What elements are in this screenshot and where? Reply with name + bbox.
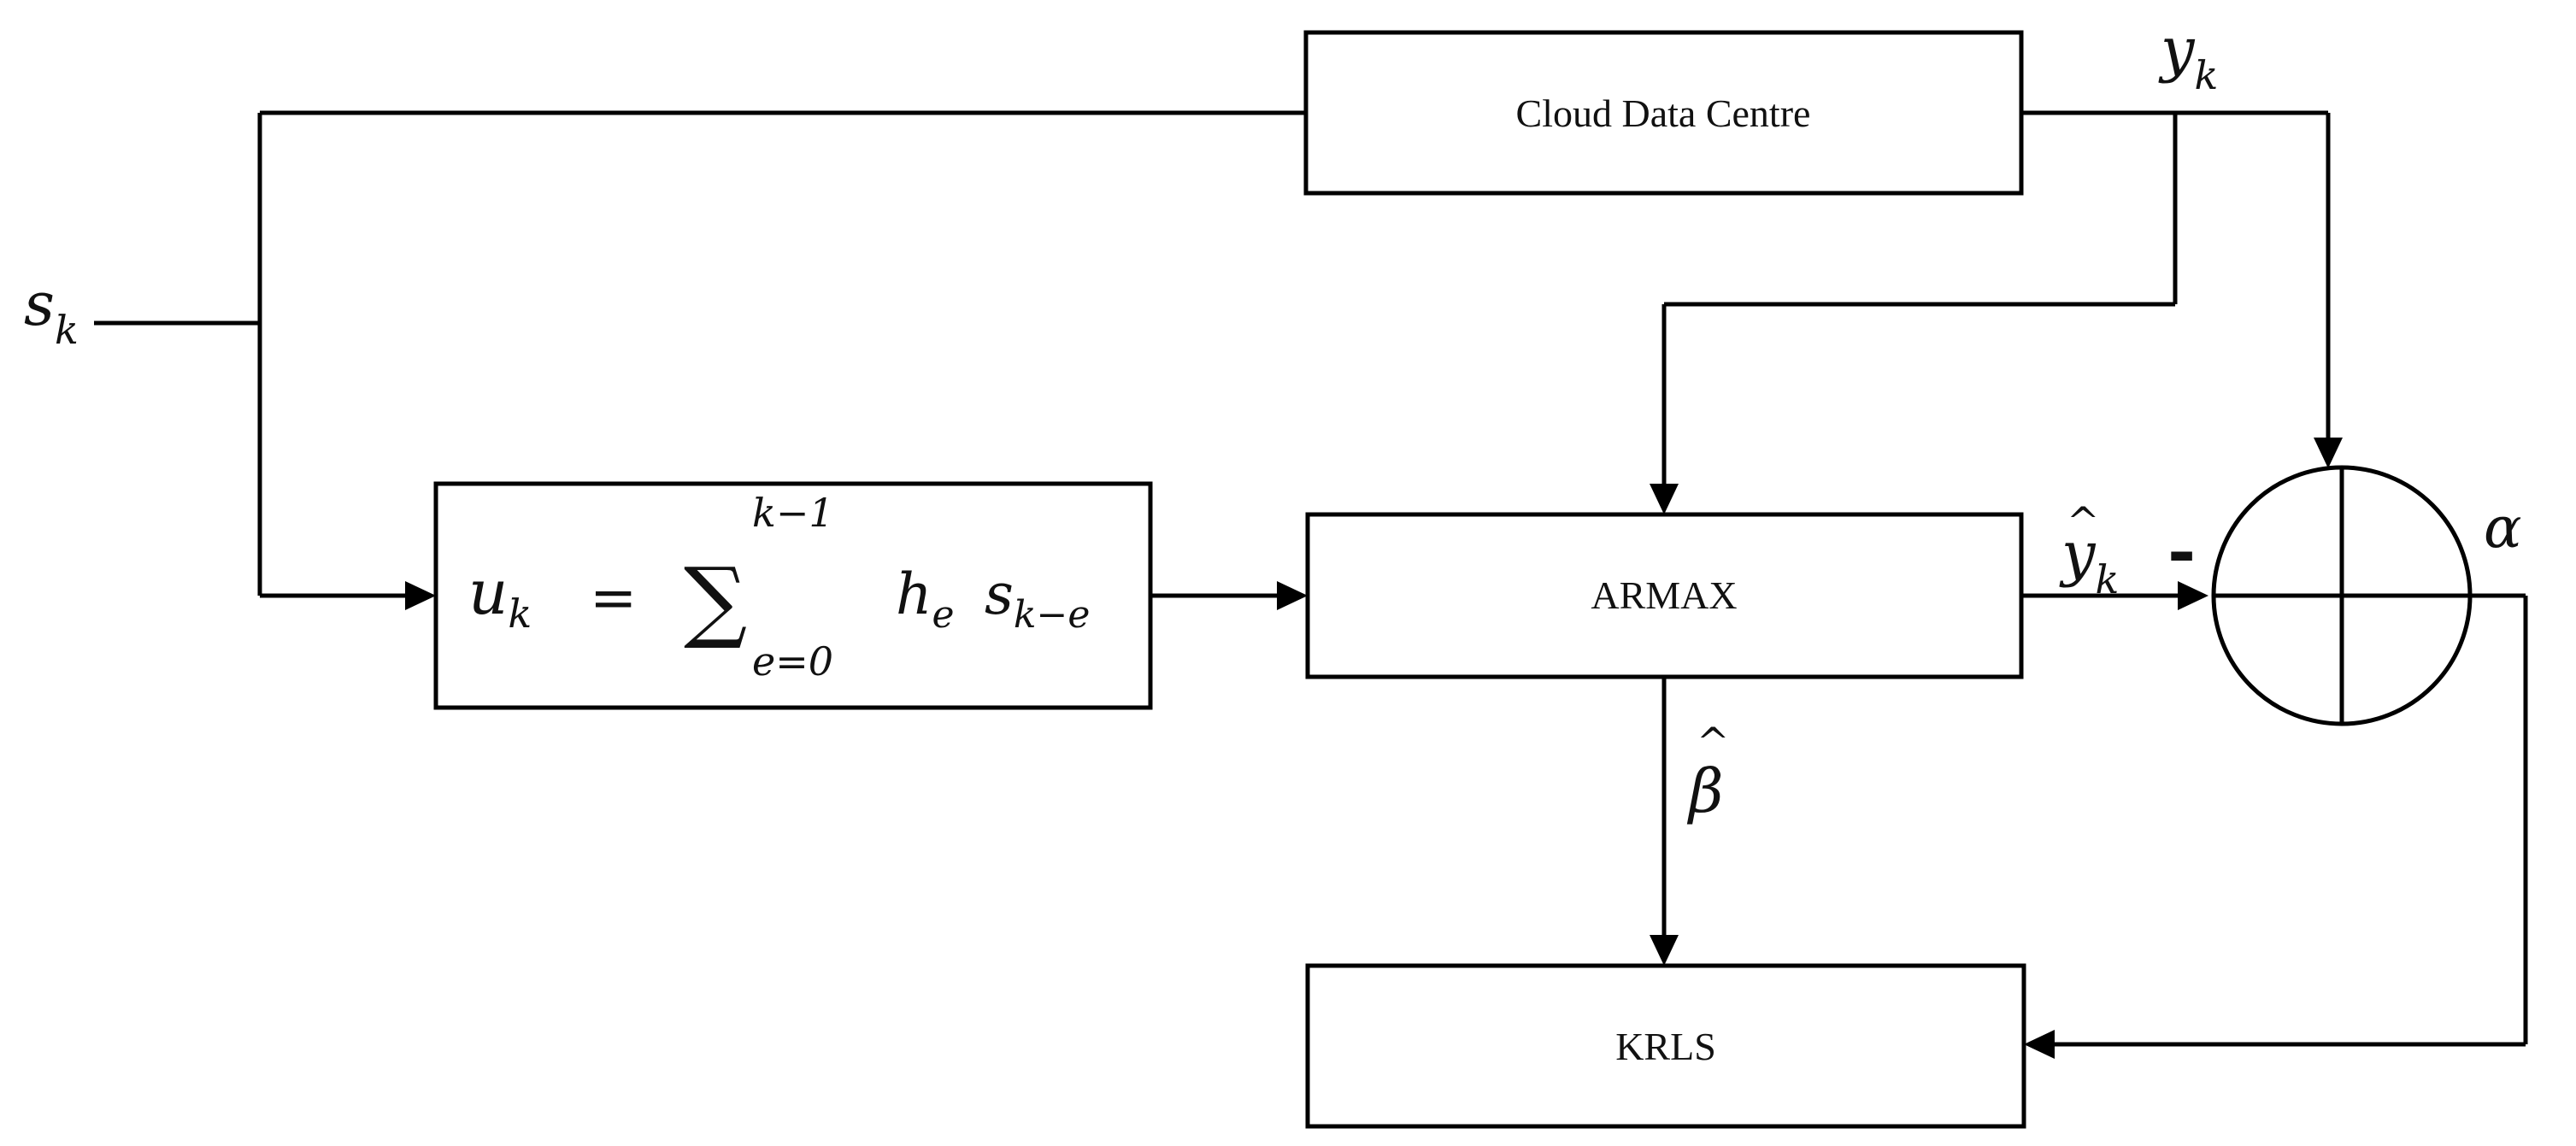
error-alpha-label: α [2484, 495, 2522, 561]
summing-junction [2211, 465, 2473, 726]
formula-block: uk = ∑ k−1 e=0 he sk−e [433, 481, 1153, 710]
arrowheads [405, 438, 2343, 1059]
formula-lower-limit: e=0 [752, 638, 833, 685]
formula-sum-symbol: ∑ [684, 548, 747, 652]
formula-equals: = [590, 565, 637, 631]
armax-block: ARMAX [1305, 512, 2024, 679]
arrowhead-krls-top [1650, 935, 1679, 966]
formula-upper-limit: k−1 [752, 490, 834, 536]
arrowhead-armax-left [1277, 581, 1308, 610]
formula-lhs: uk [468, 556, 532, 637]
signal-output-label: yk [2158, 15, 2218, 98]
arrowhead-summer-left [2178, 581, 2208, 610]
beta-hat: ^ [1697, 719, 1730, 765]
svg-text:yk: yk [2059, 519, 2119, 602]
cloud-data-centre-block: Cloud Data Centre [1303, 30, 2024, 196]
formula-term-s: sk−e [985, 561, 1090, 637]
svg-text:β: β [1686, 756, 1723, 826]
krls-label: KRLS [1615, 1025, 1716, 1068]
formula-term-h: he [896, 561, 955, 637]
minus-sign: - [2167, 510, 2196, 591]
signal-estimate-label: ^ yk [2059, 498, 2119, 602]
arrowhead-formula [405, 581, 436, 610]
armax-label: ARMAX [1591, 573, 1737, 617]
krls-block: KRLS [1305, 963, 2026, 1129]
cloud-data-centre-label: Cloud Data Centre [1516, 91, 1811, 135]
signal-input-label: sk [24, 269, 79, 353]
arrowhead-summer-top [2314, 438, 2343, 468]
param-beta-label: ^ β [1686, 719, 1730, 826]
arrowhead-krls-right [2024, 1030, 2055, 1059]
arrowhead-armax-top [1650, 484, 1679, 514]
estimate-hat: ^ [2067, 498, 2100, 544]
